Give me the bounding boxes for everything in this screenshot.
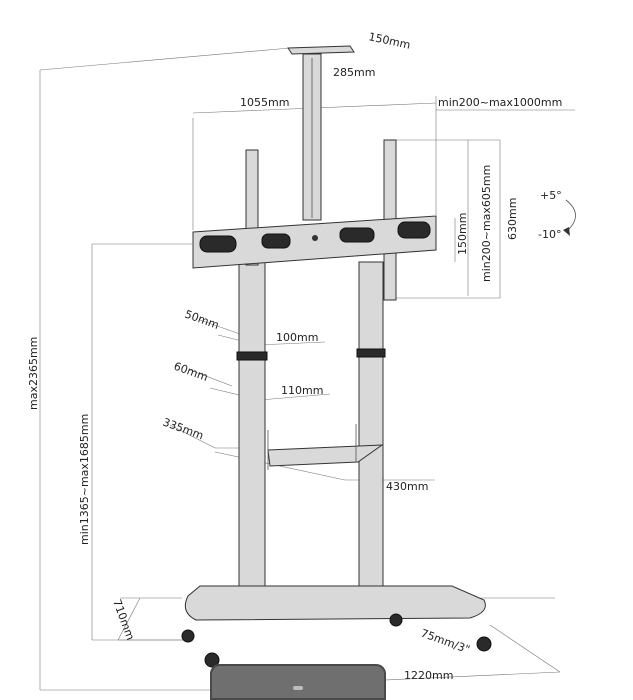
tilt-up-label: +5° <box>540 189 562 202</box>
handle-icon <box>293 686 303 690</box>
ceiling-plate <box>287 45 355 221</box>
clamp-width-2-label: 110mm <box>281 384 323 397</box>
base-width-label: 1220mm <box>404 669 453 682</box>
vesa-horizontal-label: min200~max1000mm <box>438 96 562 109</box>
center-height-label: min1365~max1685mm <box>78 414 91 545</box>
plate-depth-label: 150mm <box>367 30 411 52</box>
bracket-height-label: 150mm <box>456 213 469 255</box>
vesa-vertical-label: min200~max605mm <box>480 165 493 282</box>
shelf-width-label: 430mm <box>386 480 428 493</box>
tilt-arc-icon <box>565 199 576 233</box>
mounting-bracket <box>192 215 437 269</box>
caster-label: 75mm/3" <box>419 627 472 657</box>
clamp-gap-1-label: 50mm <box>183 308 221 332</box>
clamp-width-1-label: 100mm <box>276 331 318 344</box>
clamp-gap-2-label: 60mm <box>172 360 210 384</box>
tilt-down-label: -10° <box>538 228 561 241</box>
base-frame <box>181 585 492 668</box>
frame-height-label: 630mm <box>506 198 519 240</box>
bottom-overlay-bar[interactable] <box>210 664 386 700</box>
screen-width-label: 1055mm <box>240 96 289 109</box>
total-height-label: max2365mm <box>27 337 40 410</box>
plate-width-label: 285mm <box>333 66 375 79</box>
tilt-arrow-icon <box>563 227 570 236</box>
shelf <box>267 424 384 470</box>
shelf-depth-label: 335mm <box>161 416 205 443</box>
base-depth-label: 710mm <box>110 598 137 642</box>
